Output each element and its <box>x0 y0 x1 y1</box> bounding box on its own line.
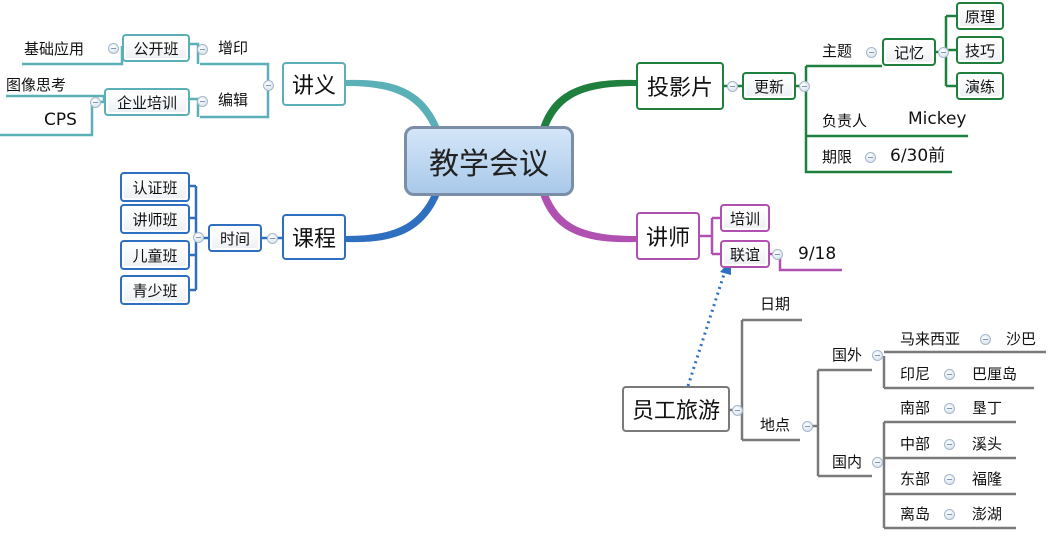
place-dongbu[interactable]: 东部 <box>900 470 931 488</box>
branch-curve-jiangshi <box>540 194 636 243</box>
topic-jiangshi[interactable]: 讲师 <box>636 212 700 260</box>
subtopic-lianyi[interactable]: 联谊 <box>720 240 770 268</box>
memory-item[interactable]: 技巧 <box>956 36 1004 64</box>
place-kending[interactable]: 垦丁 <box>972 399 1003 417</box>
subtopic-didian[interactable]: 地点 <box>760 416 791 434</box>
collapse-toggle-icon[interactable] <box>193 232 204 243</box>
topic-touyingpian[interactable]: 投影片 <box>636 62 724 110</box>
place-zhongbu[interactable]: 中部 <box>900 435 931 453</box>
place-malaixiya[interactable]: 马来西亚 <box>900 330 961 348</box>
collapse-toggle-icon[interactable] <box>866 47 877 58</box>
place-shaba[interactable]: 沙巴 <box>1006 330 1037 348</box>
collapse-toggle-icon[interactable] <box>727 81 738 92</box>
collapse-toggle-icon[interactable] <box>872 350 883 361</box>
collapse-toggle-icon[interactable] <box>938 47 949 58</box>
collapse-toggle-icon[interactable] <box>197 96 208 107</box>
collapse-toggle-icon[interactable] <box>802 421 813 432</box>
place-fulong[interactable]: 福隆 <box>972 470 1003 488</box>
place-yinni[interactable]: 印尼 <box>900 365 931 383</box>
subtopic-guowai[interactable]: 国外 <box>832 346 863 364</box>
lianyi-date[interactable]: 9/18 <box>798 244 837 264</box>
collapse-toggle-icon[interactable] <box>197 44 208 55</box>
subtopic-riqi[interactable]: 日期 <box>760 295 791 313</box>
collapse-toggle-icon[interactable] <box>267 233 278 244</box>
subtopic-qixian[interactable]: 期限 <box>822 148 853 166</box>
central-topic[interactable]: 教学会议 <box>404 126 574 196</box>
subtopic-gengxin[interactable]: 更新 <box>742 72 796 100</box>
collapse-toggle-icon[interactable] <box>263 80 274 91</box>
memory-item[interactable]: 原理 <box>956 2 1004 30</box>
subtopic-peixun[interactable]: 培训 <box>720 204 770 232</box>
course-item[interactable]: 儿童班 <box>120 240 190 270</box>
collapse-toggle-icon[interactable] <box>799 81 810 92</box>
collapse-toggle-icon[interactable] <box>772 249 783 260</box>
collapse-toggle-icon[interactable] <box>108 43 119 54</box>
subtopic-zengyin[interactable]: 增印 <box>218 39 249 57</box>
topic-jiangyi[interactable]: 讲义 <box>282 62 346 106</box>
collapse-toggle-icon[interactable] <box>980 334 991 345</box>
subtopic-zhuti[interactable]: 主题 <box>822 42 853 60</box>
collapse-toggle-icon[interactable] <box>944 509 955 520</box>
course-item[interactable]: 认证班 <box>120 172 190 202</box>
subtopic-bianji[interactable]: 编辑 <box>218 91 249 109</box>
subtopic-fuzeren[interactable]: 负责人 <box>822 112 868 130</box>
collapse-toggle-icon[interactable] <box>872 457 883 468</box>
collapse-toggle-icon[interactable] <box>944 474 955 485</box>
collapse-toggle-icon[interactable] <box>865 152 876 163</box>
subtopic-tuxiangsikao[interactable]: 图像思考 <box>6 76 67 94</box>
memory-item[interactable]: 演练 <box>956 72 1004 100</box>
place-balidao[interactable]: 巴厘岛 <box>972 365 1018 383</box>
branch-curve-kecheng <box>346 194 440 243</box>
subtopic-cps[interactable]: CPS <box>44 110 77 130</box>
place-lidao[interactable]: 离岛 <box>900 505 931 523</box>
place-nanbu[interactable]: 南部 <box>900 399 931 417</box>
subtopic-shijian[interactable]: 时间 <box>208 224 262 252</box>
collapse-toggle-icon[interactable] <box>944 403 955 414</box>
branch-curve-jiangyi <box>346 79 440 128</box>
qixian-value[interactable]: 6/30前 <box>890 146 946 166</box>
course-item[interactable]: 青少班 <box>120 275 190 305</box>
topic-kecheng[interactable]: 课程 <box>282 214 346 260</box>
collapse-toggle-icon[interactable] <box>732 405 743 416</box>
branch-curve-touyingpian <box>540 79 636 128</box>
subtopic-jiyi[interactable]: 记忆 <box>882 38 936 66</box>
subtopic-qiyepeixun[interactable]: 企业培训 <box>104 88 190 116</box>
subtopic-jichuyingyong[interactable]: 基础应用 <box>24 40 85 58</box>
collapse-toggle-icon[interactable] <box>90 97 101 108</box>
subtopic-gongkaiban[interactable]: 公开班 <box>122 34 190 62</box>
fuzeren-value[interactable]: Mickey <box>908 109 967 129</box>
course-item[interactable]: 讲师班 <box>120 204 190 234</box>
topic-yuangonglvyou[interactable]: 员工旅游 <box>622 386 730 432</box>
collapse-toggle-icon[interactable] <box>944 439 955 450</box>
relationship-arrow <box>686 267 728 387</box>
place-penghu[interactable]: 澎湖 <box>972 505 1003 523</box>
subtopic-guonei[interactable]: 国内 <box>832 453 863 471</box>
collapse-toggle-icon[interactable] <box>944 369 955 380</box>
place-xitou[interactable]: 溪头 <box>972 435 1003 453</box>
